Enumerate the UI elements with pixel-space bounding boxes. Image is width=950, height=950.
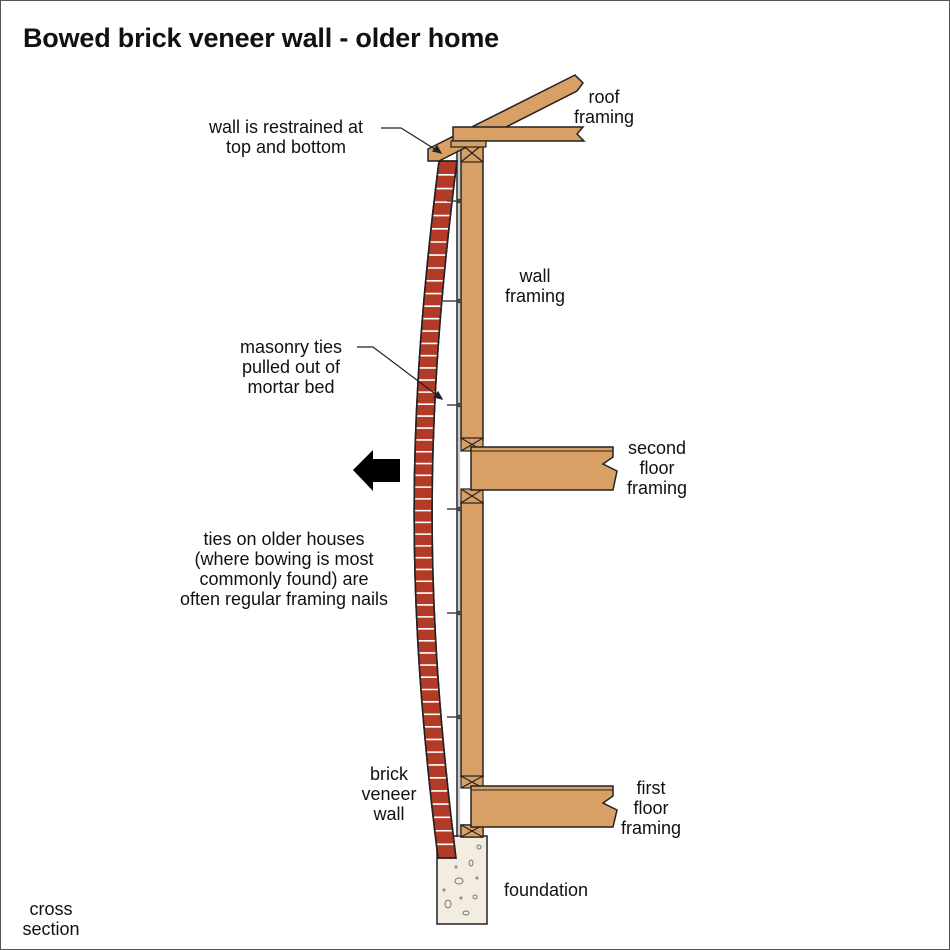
masonry-ties [441,198,462,720]
label-older-ties: ties on older houses(where bowing is mos… [179,529,389,609]
arrow-left-icon [353,450,400,491]
leader-lines [357,127,444,400]
first-floor-joist [470,785,618,828]
brick-veneer [413,160,458,859]
diagram-title: Bowed brick veneer wall - older home [23,23,499,53]
label-foundation: foundation [503,880,589,900]
second-floor-joist [470,446,618,491]
roof-framing [427,74,586,162]
